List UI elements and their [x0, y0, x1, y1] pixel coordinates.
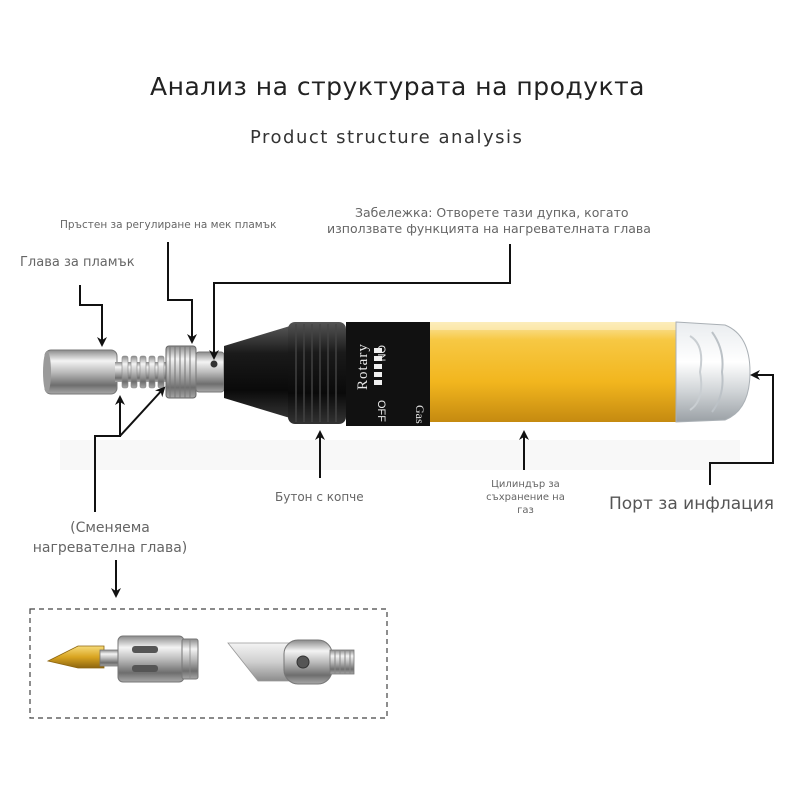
label-replaceable-line2: нагревателна глава): [32, 540, 188, 556]
arrow-replaceable-right: [119, 386, 166, 437]
flame-nozzle: [44, 349, 118, 395]
label-gas-cylinder: Цилиндър за съхранение на газ: [478, 478, 573, 517]
label-gas-cylinder-line2: съхранение на: [486, 492, 565, 503]
blade: [227, 642, 293, 682]
page-subtitle: Product structure analysis: [250, 127, 524, 148]
label-gas-cylinder-line3: газ: [517, 505, 534, 516]
signal-bar: [374, 356, 382, 361]
label-note-line2: използвате функцията на нагревателната г…: [327, 221, 651, 236]
arrow-flame-head: [79, 285, 107, 347]
signal-bar: [374, 380, 382, 385]
arrow-note-hole: [209, 244, 511, 360]
knob-button: [288, 322, 346, 424]
arrow-replaceable-left: [94, 395, 125, 512]
gas-cylinder: [430, 322, 678, 422]
arrow-inflation-port: [709, 370, 774, 485]
arrow-soft-flame-ring: [167, 242, 197, 344]
page-title: Анализ на структурата на продукта: [150, 72, 645, 101]
label-inflation-port: Порт за инфлация: [609, 494, 774, 514]
label-flame-head: Глава за пламък: [20, 255, 135, 270]
print-off: OFF: [375, 400, 387, 422]
blade-attachment: [227, 639, 355, 685]
signal-bar: [374, 364, 382, 369]
black-neck: [224, 326, 290, 418]
label-replaceable-line1: (Сменяема: [70, 520, 150, 536]
soldering-tip-attachment: [46, 635, 199, 683]
brass-tip: [46, 645, 105, 669]
heat-spring: [115, 355, 167, 389]
callout-arrows: [79, 242, 774, 598]
gas-torch: ON OFF Rotary Gas: [43, 321, 751, 470]
print-gas: Gas: [413, 405, 427, 424]
label-soft-flame-ring: Пръстен за регулиране на мек пламък: [60, 219, 277, 231]
inflation-port-cap: [675, 321, 751, 423]
print-brand: Rotary: [355, 343, 371, 390]
signal-bar: [374, 372, 382, 377]
control-label-band: ON OFF Rotary Gas: [346, 322, 430, 426]
soft-flame-ring: [165, 345, 197, 399]
nozzle-opening: [43, 351, 51, 393]
label-replaceable-head: (Сменяема нагревателна глава): [10, 518, 210, 558]
label-gas-cylinder-line1: Цилиндър за: [491, 479, 560, 490]
heating-head-hole: [210, 360, 218, 368]
accessories-box: [29, 608, 388, 719]
label-button: Бутон с копче: [275, 490, 364, 504]
signal-bar: [374, 348, 382, 353]
label-note-line1: Забележка: Отворете тази дупка, когато: [355, 205, 629, 220]
threaded-collar: [195, 351, 225, 393]
